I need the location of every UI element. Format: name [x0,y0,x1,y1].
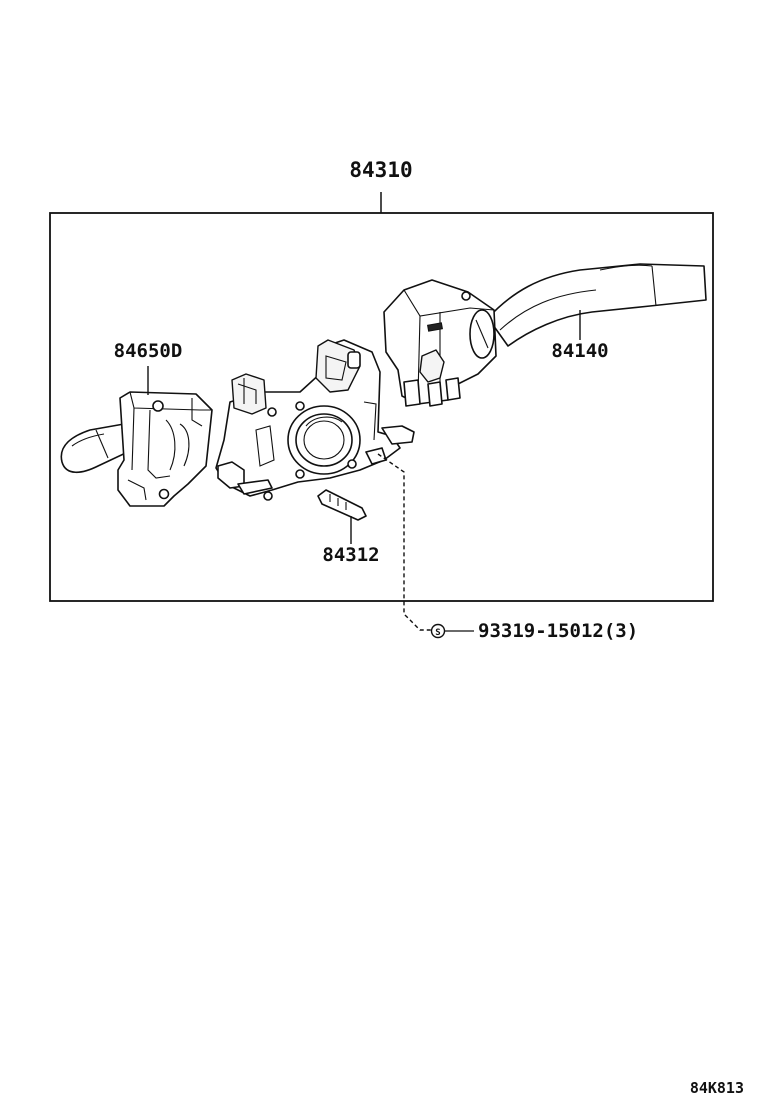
right-lever-part-label[interactable]: 84140 [551,340,608,362]
assembly-part-label[interactable]: 84310 [349,158,412,182]
screw-symbol-letter: S [435,628,440,638]
left-lever-switch-drawing [60,391,213,507]
left-lever-part-label[interactable]: 84650D [114,340,183,362]
terminal-pin-drawing [317,489,367,521]
screw-part-label[interactable]: 93319-15012(3) [478,620,638,642]
terminal-pin-part-label[interactable]: 84312 [322,544,379,566]
center-switch-base-drawing [215,339,415,501]
screw-dashed-leader [377,453,432,631]
diagram-code: 84K813 [690,1079,744,1097]
screw-symbol-circle [430,623,446,639]
right-lever-switch-drawing [383,263,707,407]
